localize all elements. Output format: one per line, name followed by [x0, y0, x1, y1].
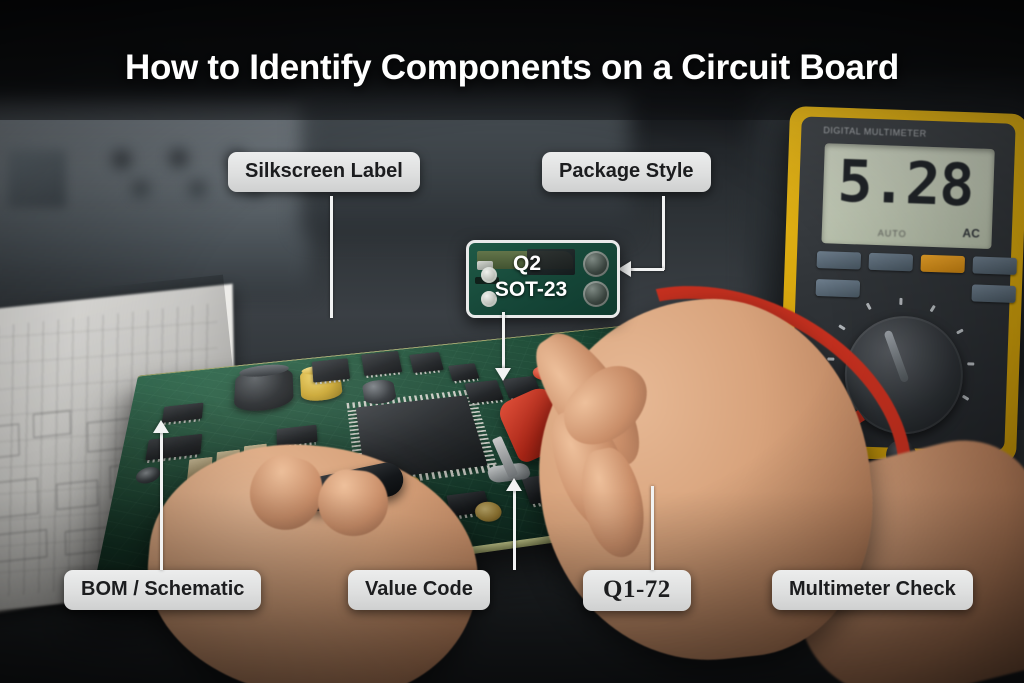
multimeter-brand-text: DIGITAL MULTIMETER: [823, 125, 927, 139]
inset-via-pad: [583, 251, 609, 277]
background-instrument-screen: [8, 150, 66, 208]
inset-solder-pad: [481, 267, 497, 283]
callout-bom-schematic: BOM / Schematic: [64, 570, 262, 610]
callout-label-text: Q1-72: [603, 576, 671, 603]
multimeter-unit: AC: [962, 226, 981, 241]
callout-silkscreen-label: Silkscreen Label: [228, 152, 420, 192]
leader-line-part-designator: [651, 486, 654, 570]
arrow-inset-to-board: [495, 368, 511, 381]
callout-label-text: Package Style: [559, 160, 694, 182]
callout-multimeter-check: Multimeter Check: [772, 570, 973, 610]
leader-line-bom: [160, 432, 163, 570]
inset-via-pad: [583, 281, 609, 307]
callout-label-text: Multimeter Check: [789, 578, 956, 600]
leader-line-silkscreen: [330, 196, 333, 318]
inset-package-name: SOT-23: [494, 278, 568, 301]
leader-line-package-vertical: [662, 196, 665, 270]
multimeter-mode-indicator: AUTO: [877, 228, 907, 240]
arrow-package-style: [618, 261, 631, 277]
inset-smd-part: [477, 261, 493, 270]
multimeter-reading: 5.28: [836, 146, 975, 220]
leader-line-value-code: [513, 490, 516, 570]
magnified-component-inset: Q2 SOT-23: [466, 240, 620, 318]
leader-line-package-horizontal: [630, 268, 664, 271]
page-title: How to Identify Components on a Circuit …: [124, 48, 899, 87]
inset-solder-pad: [481, 291, 497, 307]
multimeter-button[interactable]: [972, 256, 1018, 275]
callout-value-code: Value Code: [348, 570, 490, 610]
arrow-value-code: [506, 478, 522, 491]
callout-label-text: Silkscreen Label: [245, 160, 403, 182]
inset-designator: Q2: [513, 252, 542, 275]
multimeter-button[interactable]: [816, 250, 862, 270]
leader-line-inset: [502, 312, 505, 370]
arrow-bom-schematic: [153, 420, 169, 433]
callout-label-text: Value Code: [365, 578, 473, 600]
callout-label-text: BOM / Schematic: [81, 578, 245, 600]
callout-part-designator: Q1-72: [583, 570, 691, 611]
inset-component-body: [527, 249, 575, 275]
callout-package-style: Package Style: [542, 152, 711, 192]
multimeter-lcd-display: 5.28 AC AUTO: [821, 143, 995, 250]
multimeter-button[interactable]: [868, 252, 914, 272]
multimeter-hold-button[interactable]: [920, 254, 966, 274]
